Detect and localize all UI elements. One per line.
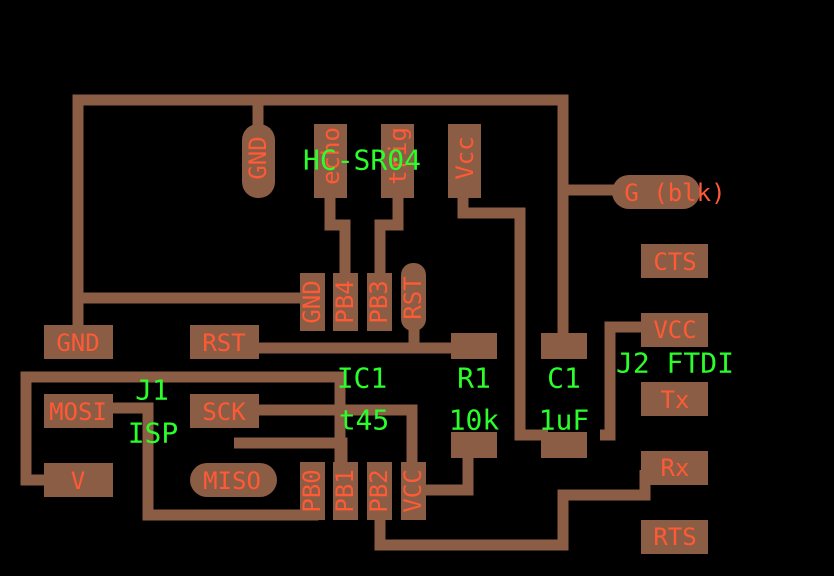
pad-isp-miso	[190, 463, 277, 497]
pad-mcu-pb2	[367, 462, 392, 520]
sensor-pin-trig-label: trig	[384, 127, 412, 185]
trace-sck	[255, 404, 418, 470]
mcu-pin-pb4-label: PB4	[331, 280, 359, 323]
ftdi-pin-vcc-label: VCC	[653, 316, 696, 344]
pad-ftdi-cts	[641, 244, 708, 278]
pad-mcu-pb0	[300, 462, 325, 520]
isp-pin-mosi-label: MOSI	[49, 398, 107, 426]
mcu-pin-pb3-label: PB3	[365, 280, 393, 323]
ftdi-name-label: J2 FTDI	[616, 347, 734, 380]
capacitor-name-label: C1	[547, 362, 581, 395]
trace-trig	[374, 178, 404, 280]
isp-pin-v-label: V	[71, 467, 85, 495]
mcu-pin-gnd-label: GND	[298, 280, 326, 323]
pad-mcu-gnd	[300, 273, 325, 331]
trace-echo	[324, 178, 351, 280]
pad-ftdi-tx	[641, 382, 708, 416]
pad-mcu-rst	[401, 263, 426, 331]
ftdi-pin-rts-label: RTS	[653, 523, 696, 551]
pad-ftdi-g	[612, 175, 700, 209]
sensor-name-label: HC-SR04	[303, 144, 421, 177]
trace-vcc-r1	[414, 450, 474, 496]
pad-sensor-gnd	[242, 124, 275, 198]
resistor-name-label: R1	[457, 362, 491, 395]
pad-r1-bottom	[451, 432, 497, 458]
pad-ftdi-rx	[641, 451, 708, 485]
component-labels: HC-SR04 IC1 t45 R1 10k C1 1uF J1 ISP J2 …	[128, 144, 734, 450]
pad-c1-bottom	[541, 432, 587, 458]
isp-pin-rst-label: RST	[202, 329, 245, 357]
mcu-pin-pb1-label: PB1	[331, 469, 359, 512]
trace-rx	[374, 470, 651, 551]
pad-sensor-echo	[314, 124, 347, 198]
pad-isp-gnd	[44, 325, 113, 359]
mcu-part-label: t45	[339, 404, 390, 437]
pad-isp-v	[44, 463, 113, 497]
sensor-pin-vcc-label: Vcc	[451, 136, 479, 179]
ftdi-pin-cts-label: CTS	[653, 248, 696, 276]
ftdi-pin-tx-label: Tx	[661, 386, 690, 414]
sensor-pin-echo-label: echo	[317, 127, 345, 185]
pad-mcu-vcc	[401, 462, 426, 520]
trace-v	[20, 371, 346, 486]
mcu-pin-pb2-label: PB2	[365, 469, 393, 512]
isp-name-label: J1	[135, 374, 169, 407]
pad-isp-rst	[190, 325, 259, 359]
isp-pin-miso-label: MISO	[203, 467, 261, 495]
pad-mcu-pb3	[367, 273, 392, 331]
trace-gnd-outer	[72, 94, 620, 330]
pad-c1-top	[541, 333, 587, 359]
ftdi-pin-g-label: G (blk)	[624, 179, 725, 207]
trace-sensor-vcc	[457, 180, 548, 441]
sensor-pin-gnd-label: GND	[244, 136, 272, 179]
pad-ftdi-rts	[641, 520, 708, 554]
pad-r1-top	[451, 333, 497, 359]
resistor-value-label: 10k	[449, 404, 500, 437]
mcu-pin-vcc-label: VCC	[399, 469, 427, 512]
mcu-pin-pb0-label: PB0	[298, 469, 326, 512]
ftdi-pin-rx-label: Rx	[661, 454, 690, 482]
pad-ftdi-vcc	[641, 313, 708, 347]
pad-labels: GND echo trig Vcc GND PB4 PB3 RST PB0 PB…	[49, 127, 725, 551]
mcu-name-label: IC1	[337, 362, 388, 395]
isp-type-label: ISP	[128, 417, 179, 450]
pad-isp-sck	[190, 394, 259, 428]
isp-pin-sck-label: SCK	[202, 398, 246, 426]
trace-miso	[234, 437, 348, 470]
mcu-pin-rst-label: RST	[399, 276, 427, 319]
pad-isp-mosi	[44, 394, 113, 428]
isp-pin-gnd-label: GND	[56, 329, 99, 357]
pads	[44, 124, 708, 554]
capacitor-value-label: 1uF	[539, 404, 590, 437]
pad-sensor-vcc	[448, 124, 481, 198]
pad-mcu-pb4	[333, 273, 358, 331]
trace-ftdi-vcc	[600, 321, 645, 441]
pad-mcu-pb1	[333, 462, 358, 520]
pad-sensor-trig	[381, 124, 414, 198]
